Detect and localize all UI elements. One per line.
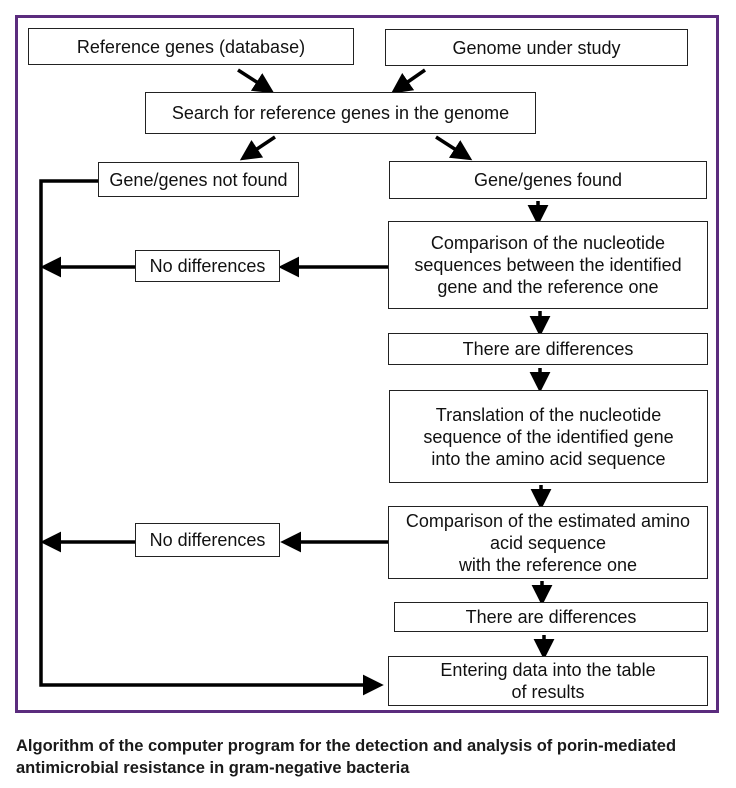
no-differences-box-2: No differences: [135, 523, 280, 557]
diagram-frame: [15, 15, 719, 713]
compare-amino-acid-box: Comparison of the estimated amino acid s…: [388, 506, 708, 579]
no-differences-box-1: No differences: [135, 250, 280, 282]
search-box: Search for reference genes in the genome: [145, 92, 536, 134]
gene-found-box: Gene/genes found: [389, 161, 707, 199]
there-are-differences-box-1: There are differences: [388, 333, 708, 365]
genome-under-study-box: Genome under study: [385, 29, 688, 66]
gene-not-found-box: Gene/genes not found: [98, 162, 299, 197]
reference-genes-box: Reference genes (database): [28, 28, 354, 65]
there-are-differences-box-2: There are differences: [394, 602, 708, 632]
compare-nucleotide-box: Comparison of the nucleotide sequences b…: [388, 221, 708, 309]
figure-caption: Algorithm of the computer program for th…: [16, 737, 677, 777]
entering-data-box: Entering data into the table of results: [388, 656, 708, 706]
translation-box: Translation of the nucleotide sequence o…: [389, 390, 708, 483]
